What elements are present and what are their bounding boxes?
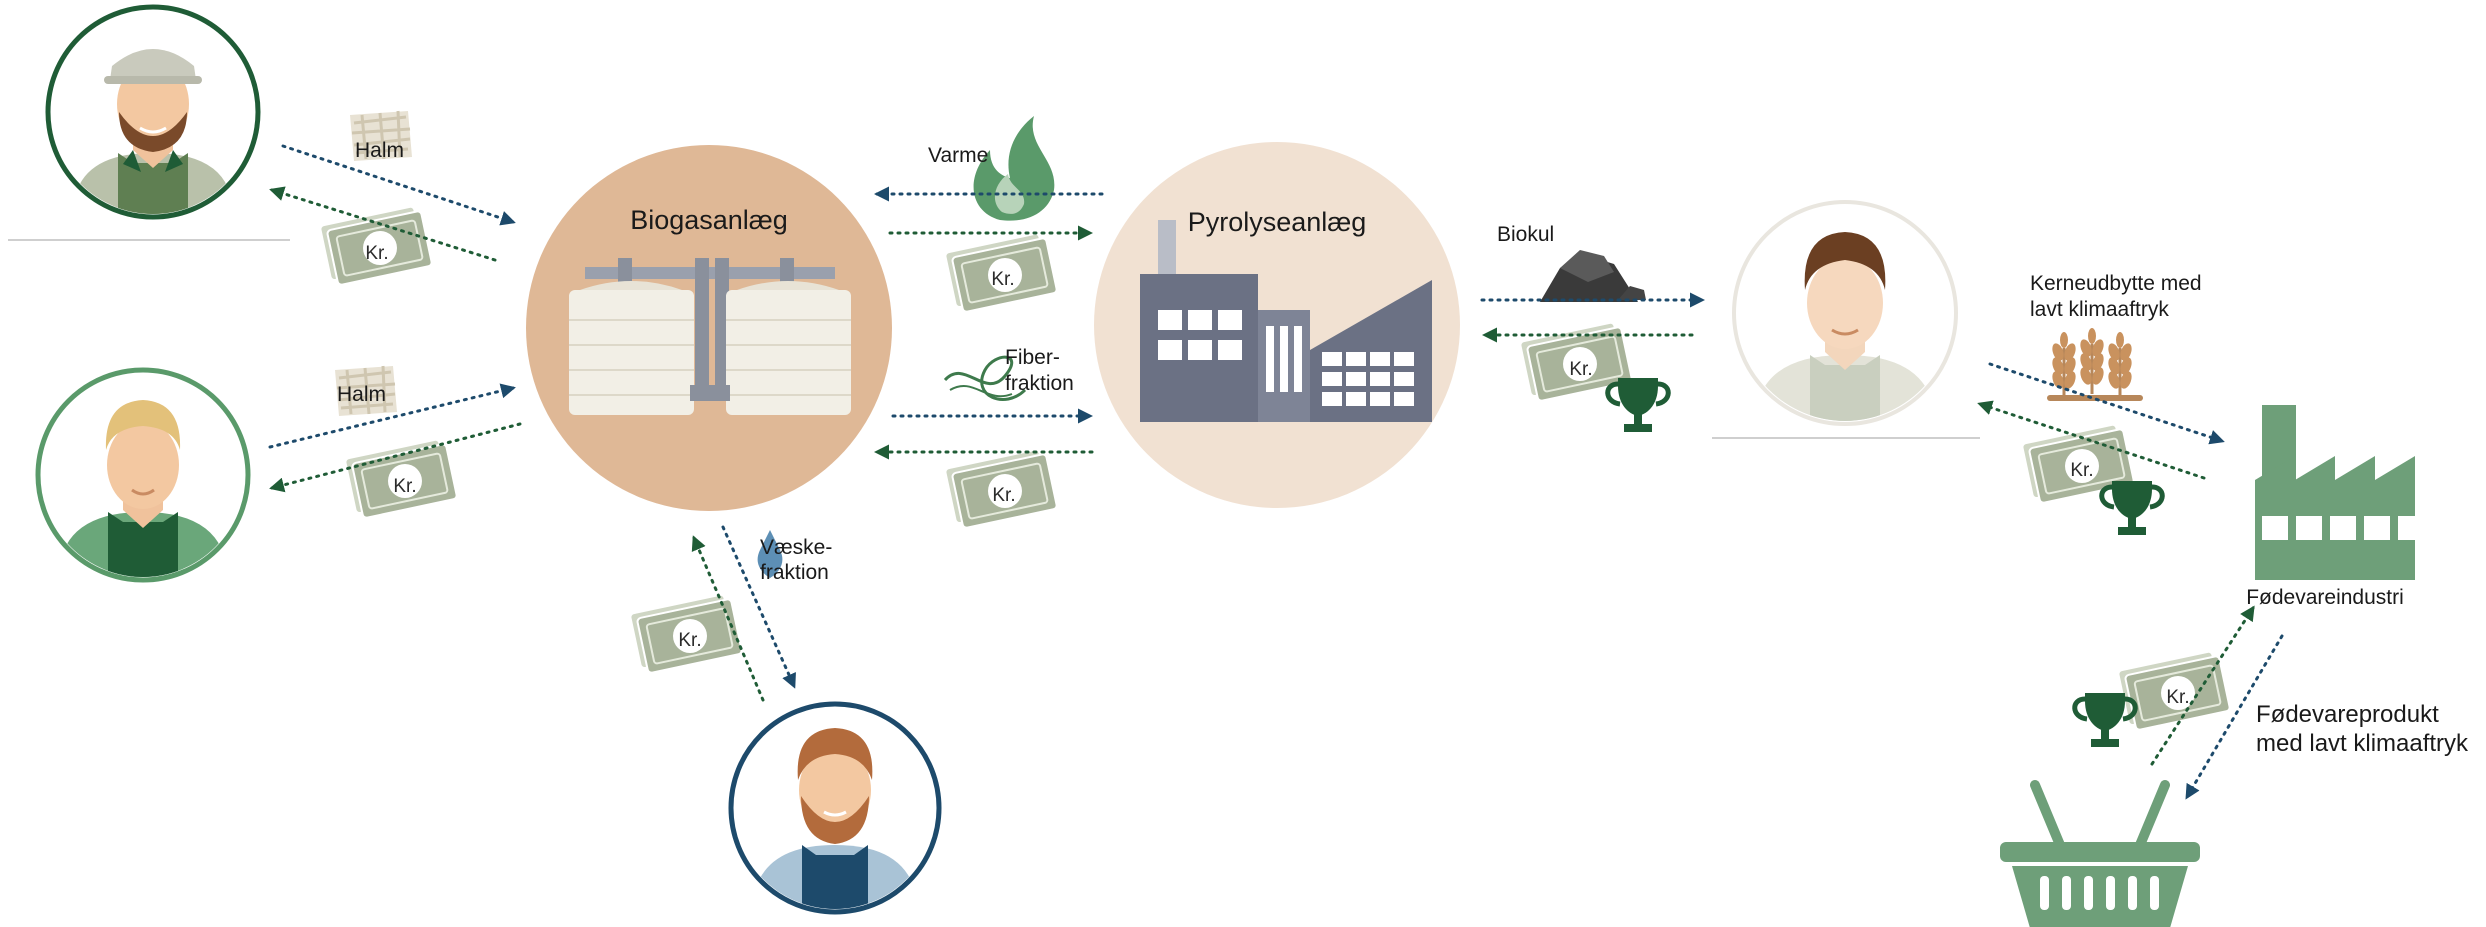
water-drop-icon bbox=[757, 530, 783, 578]
food-industry-label: Fødevareindustri bbox=[2246, 586, 2404, 609]
fiber-label-line2: fraktion bbox=[1005, 372, 1074, 395]
flame-icon bbox=[973, 116, 1055, 221]
varme-label: Varme bbox=[928, 144, 989, 167]
coal-pile-icon bbox=[1540, 250, 1646, 302]
flow-arrow bbox=[268, 383, 516, 449]
vaeske-label-line1: Væske- bbox=[760, 536, 833, 559]
farmer-1-avatar bbox=[45, 4, 261, 220]
flow-arrow bbox=[269, 186, 497, 262]
flow-arrow bbox=[2185, 634, 2284, 800]
money-label: Kr. bbox=[365, 243, 389, 264]
biogas-plant-node bbox=[526, 145, 892, 511]
farmer-3-avatar bbox=[728, 701, 942, 915]
food-product-label-line2: med lavt klimaaftryk bbox=[2256, 730, 2469, 757]
pyrolysis-label: Pyrolyseanlæg bbox=[1187, 207, 1367, 237]
vaeske-label-line2: fraktion bbox=[760, 561, 829, 584]
money-label: Kr. bbox=[2070, 460, 2094, 481]
trophy-icon bbox=[1608, 378, 1669, 432]
trophy-icon bbox=[2102, 481, 2163, 535]
flow-arrow bbox=[721, 525, 796, 689]
biokul-label: Biokul bbox=[1497, 223, 1555, 246]
kerneudbytte-label-line1: Kerneudbytte med bbox=[2030, 272, 2202, 295]
flow-arrow bbox=[691, 535, 765, 702]
kerneudbytte-label-line2: lavt klimaaftryk bbox=[2030, 298, 2169, 321]
fiber-label-line1: Fiber- bbox=[1005, 346, 1060, 369]
halm-label-2: Halm bbox=[337, 383, 387, 406]
flow-arrow bbox=[1988, 362, 2225, 445]
money-label: Kr. bbox=[678, 630, 702, 651]
wheat-icon bbox=[2047, 326, 2143, 401]
pyrolysis-plant-node bbox=[1094, 142, 1460, 508]
money-label: Kr. bbox=[2166, 687, 2190, 708]
money-label: Kr. bbox=[1569, 359, 1593, 380]
trophy-icon bbox=[2075, 693, 2136, 747]
food-factory-icon bbox=[2255, 405, 2424, 580]
farmer-2-avatar bbox=[35, 367, 251, 583]
flow-arrow bbox=[269, 422, 522, 493]
food-product-label-line1: Fødevareprodukt bbox=[2256, 701, 2439, 728]
money-label: Kr. bbox=[992, 485, 1016, 506]
fiber-strand-icon bbox=[943, 355, 1027, 401]
flow-arrow bbox=[2150, 605, 2255, 766]
money-label: Kr. bbox=[991, 269, 1015, 290]
farmer-4-avatar bbox=[1732, 200, 1958, 426]
flow-arrow bbox=[281, 144, 516, 226]
halm-label-1: Halm bbox=[355, 139, 405, 162]
shopping-basket-icon bbox=[2000, 780, 2200, 927]
money-label: Kr. bbox=[393, 476, 417, 497]
flow-arrow bbox=[1977, 400, 2206, 480]
biogas-label: Biogasanlæg bbox=[630, 205, 788, 235]
